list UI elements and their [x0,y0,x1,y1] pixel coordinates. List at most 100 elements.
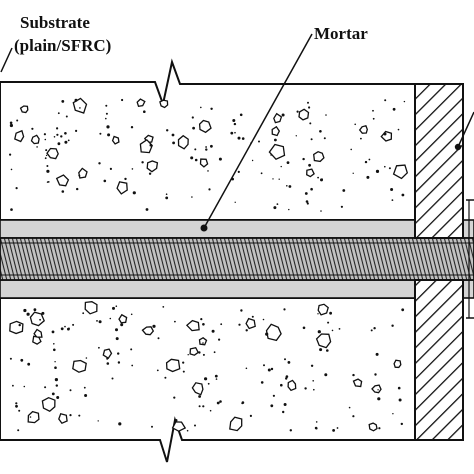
aggregate-speck [78,174,81,177]
aggregate-speck [310,187,313,191]
aggregate-speck [41,311,45,315]
ribbed-rebar [0,237,474,281]
aggregate-speck [67,327,70,331]
aggregate-speck [112,306,115,310]
aggregate-speck [9,121,13,125]
aggregate-pebble [273,112,283,124]
aggregate-speck [308,163,311,167]
aggregate-pebble [229,416,243,432]
aggregate-speck [79,107,81,109]
aggregate-speck [218,338,221,341]
aggregate-speck [115,337,119,341]
aggregate-speck [27,362,31,366]
aggregate-speck [391,324,394,327]
aggregate-speck [200,106,202,109]
aggregate-speck [152,324,156,328]
aggregate-speck [289,429,292,432]
aggregate-speck [230,131,234,135]
aggregate-speck [251,159,254,162]
aggregate-speck [336,427,339,429]
aggregate-speck [194,424,196,427]
aggregate-speck [280,383,283,387]
aggregate-speck [107,133,111,137]
aggregate-speck [202,323,205,326]
aggregate-speck [295,135,297,137]
aggregate-speck [319,130,322,133]
aggregate-pebble [245,317,256,330]
substrate-label-line2: (plain/SFRC) [14,36,111,55]
aggregate-pebble [78,167,88,179]
aggregate-speck [53,348,56,352]
aggregate-speck [182,370,185,373]
aggregate-speck [53,136,56,138]
aggregate-speck [97,420,99,422]
aggregate-speck [260,381,264,384]
aggregate-speck [283,308,286,311]
aggregate-pebble [41,396,56,412]
aggregate-speck [326,349,329,352]
aggregate-speck [120,323,124,327]
aggregate-speck [124,177,127,181]
aggregate-speck [194,158,198,162]
aggregate-pebble [177,134,189,150]
aggregate-speck [64,132,67,135]
aggregate-speck [281,113,285,117]
aggregate-speck [98,320,102,324]
aggregate-speck [57,112,60,115]
aggregate-speck [156,369,159,372]
aggregate-speck [202,405,205,408]
aggregate-speck [65,115,68,118]
aggregate-speck [372,117,375,120]
aggregate-speck [304,387,307,390]
aggregate-speck [267,368,271,372]
aggregate-speck [329,311,332,315]
aggregate-speck [310,364,314,367]
aggregate-speck [99,132,102,135]
aggregate-speck [302,157,305,161]
aggregate-speck [315,427,318,430]
aggregate-speck [320,210,322,212]
aggregate-speck [288,208,290,211]
aggregate-speck [283,403,287,406]
aggregate-speck [61,190,65,193]
aggregate-speck [106,125,110,129]
aggregate-speck [16,119,19,122]
aggregate-speck [202,342,204,344]
aggregate-speck [194,148,197,151]
aggregate-speck [39,318,41,321]
aggregate-speck [45,149,48,152]
aggregate-speck [75,129,78,132]
aggregate-speck [51,392,55,396]
aggregate-speck [29,416,32,418]
aggregate-speck [390,188,394,191]
aggregate-speck [132,191,136,195]
aggregate-speck [33,308,37,312]
aggregate-speck [186,429,189,432]
aggregate-speck [164,376,167,379]
end-plate-leader-dot [454,143,462,151]
aggregate-pebble [358,125,368,134]
aggregate-speck [205,148,208,151]
aggregate-speck [272,394,275,397]
aggregate-pebble [317,303,329,316]
aggregate-speck [373,327,376,330]
aggregate-speck [263,364,265,367]
aggregate-speck [305,200,309,203]
aggregate-speck [218,157,222,161]
aggregate-speck [130,126,134,129]
aggregate-speck [165,196,169,200]
aggregate-speck [245,329,248,332]
aggregate-speck [44,138,47,141]
aggregate-speck [172,141,176,145]
aggregate-speck [388,167,391,170]
aggregate-speck [115,328,118,332]
aggregate-speck [10,168,13,171]
aggregate-speck [214,374,218,378]
aggregate-speck [198,351,201,354]
aggregate-speck [317,330,321,334]
aggregate-pebble [55,174,70,187]
aggregate-pebble [268,143,286,160]
aggregate-speck [200,318,203,321]
aggregate-speck [64,140,68,144]
